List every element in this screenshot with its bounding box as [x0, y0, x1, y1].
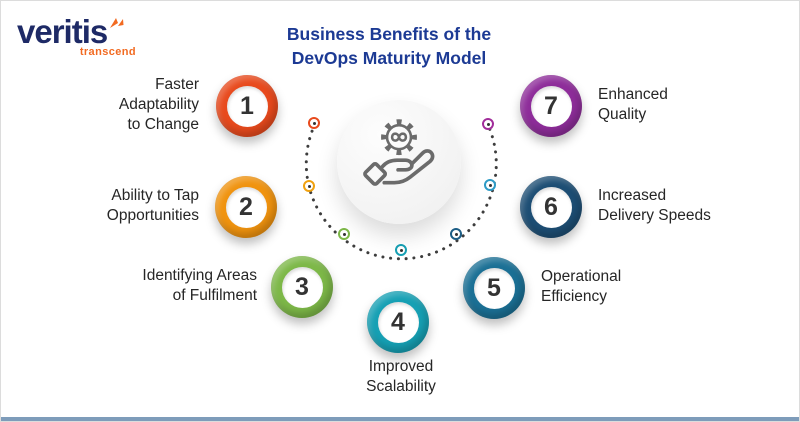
arc-marker-dot — [486, 122, 490, 126]
benefit-label-2: Ability to Tap Opportunities — [106, 187, 199, 224]
benefit-number: 5 — [473, 267, 515, 309]
benefit-label-5: Operational Efficiency — [541, 268, 622, 305]
arc-marker-dot — [454, 232, 458, 236]
arc-marker-dot — [399, 248, 403, 252]
arc-marker-dot — [312, 121, 316, 125]
veritis-logo-arrow-icon — [110, 18, 124, 28]
arc-marker-4 — [395, 244, 407, 256]
benefit-label-1: Faster Adaptability to Change — [118, 76, 199, 133]
page-title: Business Benefits of the DevOps Maturity… — [286, 24, 492, 68]
arc-marker-3 — [338, 228, 350, 240]
footer-accent-bar — [1, 417, 799, 421]
benefit-badge-4: 4 — [367, 291, 429, 353]
arc-marker-5 — [450, 228, 462, 240]
benefit-label-6: Increased Delivery Speeds — [598, 187, 711, 224]
benefit-number: 7 — [530, 85, 572, 127]
benefit-badge-3: 3 — [271, 256, 333, 318]
benefit-badge-7: 7 — [520, 75, 582, 137]
veritis-wordmark: veritis — [17, 13, 108, 50]
arc-marker-dot — [342, 232, 346, 236]
arc-marker-7 — [482, 118, 494, 130]
benefit-number: 6 — [530, 186, 572, 228]
benefit-label-3: Identifying Areas of Fulfilment — [142, 267, 257, 304]
devops-gear-hand-icon — [363, 119, 435, 186]
benefit-number: 2 — [225, 186, 267, 228]
arc-marker-dot — [307, 184, 311, 188]
veritis-logo: veritis transcend — [17, 15, 137, 58]
arc-marker-dot — [488, 183, 492, 187]
benefit-badge-6: 6 — [520, 176, 582, 238]
benefit-badge-5: 5 — [463, 257, 525, 319]
arc-marker-6 — [484, 179, 496, 191]
benefit-number: 1 — [226, 85, 268, 127]
arc-marker-1 — [308, 117, 320, 129]
benefit-badge-2: 2 — [215, 176, 277, 238]
benefit-label-7: Enhanced Quality — [598, 86, 668, 123]
benefit-label-4: Improved Scalability — [366, 358, 436, 395]
arc-marker-2 — [303, 180, 315, 192]
veritis-tagline: transcend — [79, 46, 136, 58]
center-circle — [337, 100, 461, 224]
benefit-badge-1: 1 — [216, 75, 278, 137]
benefit-number: 3 — [281, 266, 323, 308]
benefit-number: 4 — [377, 301, 419, 343]
